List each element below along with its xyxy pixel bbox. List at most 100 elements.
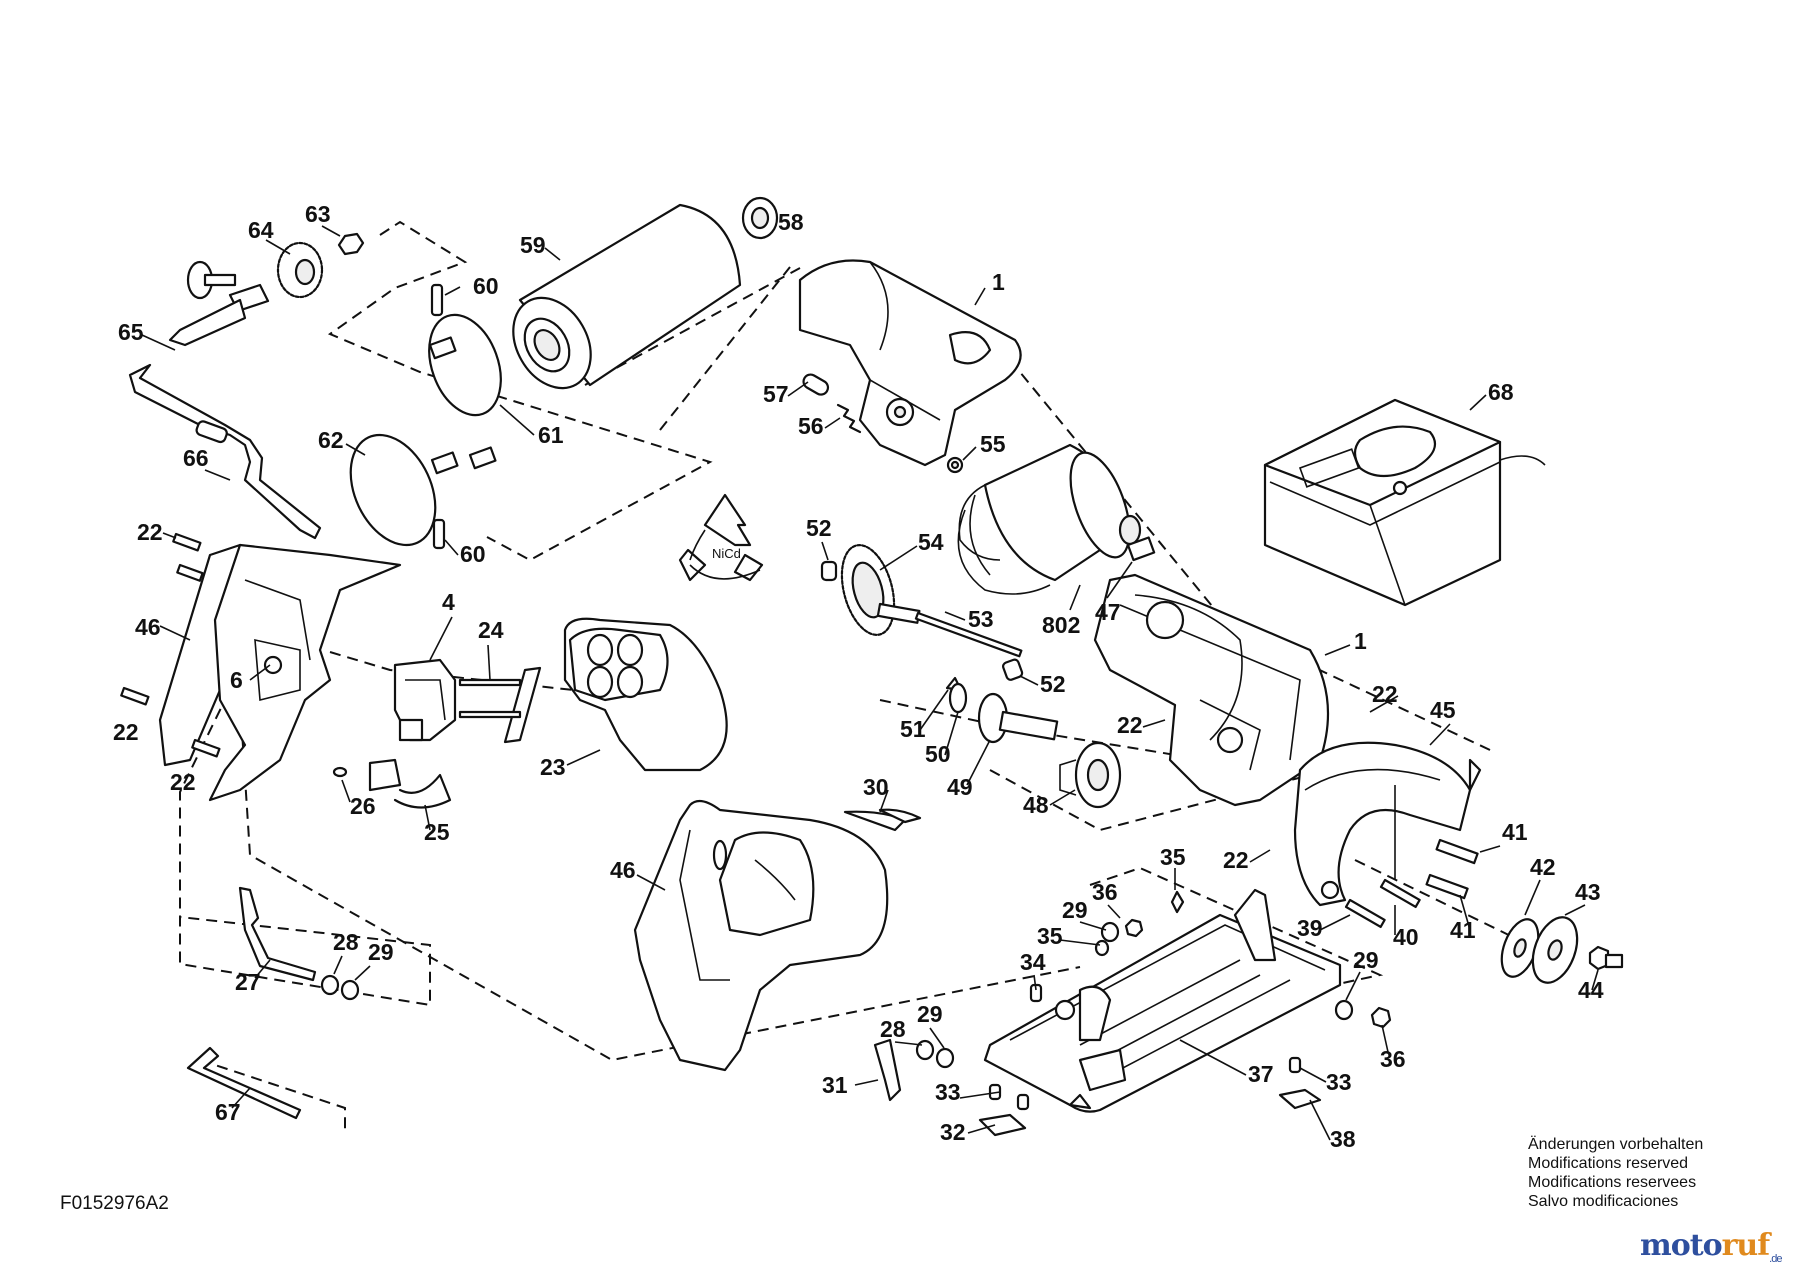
callout-38: 38 — [1330, 1126, 1356, 1152]
callout-35b: 35 — [1037, 923, 1063, 949]
note-line-fr: Modifications reservees — [1528, 1174, 1697, 1191]
callout-6: 6 — [230, 667, 243, 693]
motor-pinion — [1126, 536, 1156, 562]
callout-27: 27 — [235, 969, 261, 995]
callout-41a: 41 — [1502, 819, 1528, 845]
callout-1a: 1 — [992, 269, 1005, 295]
callout-23: 23 — [540, 754, 566, 780]
handle-half-right — [633, 799, 907, 1072]
bearing — [1059, 741, 1122, 809]
hex-key — [186, 1046, 302, 1120]
leader-lines — [141, 225, 1599, 1141]
callout-29b: 29 — [368, 939, 394, 965]
switch — [393, 658, 457, 742]
callout-37: 37 — [1248, 1061, 1274, 1087]
callout-56: 56 — [798, 413, 824, 439]
watermark-part2: ruf — [1721, 1228, 1771, 1263]
callout-26: 26 — [350, 793, 376, 819]
wrench-handle — [128, 260, 322, 540]
watermark-suffix: .de — [1769, 1253, 1782, 1265]
note-line-es: Salvo modificaciones — [1528, 1193, 1679, 1210]
callout-22f: 22 — [1223, 847, 1249, 873]
knob-and-nut — [276, 232, 365, 299]
callout-45: 45 — [1430, 697, 1456, 723]
callout-40: 40 — [1393, 924, 1419, 950]
callout-52b: 52 — [1040, 671, 1066, 697]
callout-57: 57 — [763, 381, 789, 407]
motor-housing-lower — [1093, 573, 1330, 807]
svg-text:NiCd: NiCd — [712, 546, 741, 561]
callout-labels: 63 64 65 66 59 58 60 60 61 62 1 57 56 55… — [113, 201, 1604, 1152]
wire-clip — [332, 758, 452, 809]
recycle-icon: NiCd — [678, 493, 764, 582]
spindle-assembly — [945, 676, 1059, 744]
electric-motor — [957, 443, 1142, 595]
callout-52a: 52 — [806, 515, 832, 541]
callout-58: 58 — [778, 209, 804, 235]
screws-left — [120, 532, 221, 758]
callout-36b: 36 — [1380, 1046, 1406, 1072]
watermark-part1: moto — [1640, 1228, 1723, 1263]
handle-half-left — [158, 543, 402, 802]
callout-29d: 29 — [917, 1001, 943, 1027]
callout-33b: 33 — [1326, 1069, 1352, 1095]
callout-44: 44 — [1578, 977, 1604, 1003]
callout-65: 65 — [118, 319, 144, 345]
spring-pin — [878, 808, 922, 824]
callout-39: 39 — [1297, 915, 1323, 941]
callout-1b: 1 — [1354, 628, 1367, 654]
callout-60a: 60 — [473, 273, 499, 299]
note-line-en: Modifications reserved — [1528, 1155, 1689, 1172]
callout-61: 61 — [538, 422, 564, 448]
watermark-logo: motoruf.de — [1640, 1228, 1782, 1265]
callout-35a: 35 — [1160, 844, 1186, 870]
callout-53: 53 — [968, 606, 994, 632]
callout-36a: 36 — [1092, 879, 1118, 905]
callout-22a: 22 — [137, 519, 163, 545]
clamp-rings — [349, 283, 502, 550]
guard-screws — [1344, 838, 1479, 929]
callout-55: 55 — [980, 431, 1006, 457]
washers-and-nuts — [238, 886, 1392, 1137]
bushings — [820, 560, 1024, 681]
callout-22d: 22 — [1117, 712, 1143, 738]
callout-62: 62 — [318, 427, 344, 453]
callout-50: 50 — [925, 741, 951, 767]
motor-housing-upper — [798, 259, 1022, 467]
callout-59: 59 — [520, 232, 546, 258]
callout-46b: 46 — [610, 857, 636, 883]
callout-49: 49 — [947, 774, 973, 800]
end-cap — [741, 196, 779, 240]
callout-42: 42 — [1530, 854, 1556, 880]
callout-54: 54 — [918, 529, 944, 555]
blade-guard — [1293, 741, 1482, 907]
callout-66: 66 — [183, 445, 209, 471]
blade-flanges — [1500, 916, 1624, 984]
callout-32: 32 — [940, 1119, 966, 1145]
callout-22c: 22 — [170, 769, 196, 795]
callout-24: 24 — [478, 617, 504, 643]
callout-64: 64 — [248, 217, 274, 243]
callout-68: 68 — [1488, 379, 1514, 405]
callout-31: 31 — [822, 1072, 848, 1098]
small-pins — [802, 373, 964, 474]
note-line-de: Änderungen vorbehalten — [1528, 1136, 1704, 1153]
battery-tube — [512, 203, 742, 390]
callout-34: 34 — [1020, 949, 1046, 975]
battery-pack — [563, 617, 728, 772]
drawing-number: F0152976A2 — [60, 1193, 169, 1214]
callout-29c: 29 — [1353, 947, 1379, 973]
callout-60b: 60 — [460, 541, 486, 567]
contact-plate — [458, 666, 542, 744]
callout-43: 43 — [1575, 879, 1601, 905]
callout-51: 51 — [900, 716, 926, 742]
battery-charger — [1263, 398, 1546, 607]
callout-63: 63 — [305, 201, 331, 227]
callout-41b: 41 — [1450, 917, 1476, 943]
callout-30: 30 — [863, 774, 889, 800]
modifications-note: Änderungen vorbehalten Modifications res… — [1528, 1135, 1788, 1211]
callout-22b: 22 — [113, 719, 139, 745]
callout-33a: 33 — [935, 1079, 961, 1105]
callout-28b: 28 — [880, 1016, 906, 1042]
callout-47: 47 — [1095, 599, 1121, 625]
